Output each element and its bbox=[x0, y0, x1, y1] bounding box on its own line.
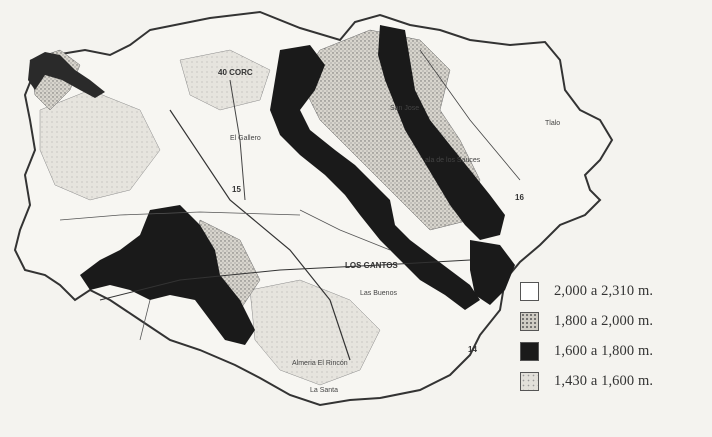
road-line-4 bbox=[419, 49, 521, 181]
lowland-zone-1 bbox=[39, 89, 161, 201]
legend-swatch-black bbox=[520, 341, 539, 361]
road-line-3 bbox=[229, 79, 246, 201]
label-sauces: ala de los Sauces bbox=[425, 157, 481, 164]
dark-ridge-west bbox=[80, 205, 255, 345]
boundary-line-2 bbox=[299, 209, 391, 251]
label-tlalo: Tlalo bbox=[545, 120, 560, 127]
legend-label: 1,800 a 2,000 m. bbox=[554, 312, 654, 329]
legend-item-1430-1600: 1,430 a 1,600 m. bbox=[520, 366, 710, 396]
boundary-line-1 bbox=[59, 211, 301, 221]
legend-swatch-stipple bbox=[520, 311, 539, 331]
dark-ridge-east bbox=[378, 25, 505, 240]
label-number-15: 15 bbox=[232, 185, 241, 194]
lowland-zone-2 bbox=[249, 279, 381, 386]
legend-item-1800-2000: 1,800 a 2,000 m. bbox=[520, 306, 710, 336]
dark-coast-strip bbox=[28, 52, 105, 98]
label-la-santa: La Santa bbox=[310, 387, 338, 394]
legend-label: 1,430 a 1,600 m. bbox=[554, 372, 654, 389]
legend-swatch-dots bbox=[520, 371, 539, 391]
road-line-2 bbox=[99, 259, 471, 301]
label-number-14: 14 bbox=[468, 345, 477, 354]
dark-patch-south bbox=[470, 240, 515, 305]
lowland-zone-3 bbox=[179, 49, 271, 111]
label-corc: 40 CORC bbox=[218, 68, 253, 77]
label-number-16: 16 bbox=[515, 193, 524, 202]
label-el-gallero: El Gallero bbox=[230, 135, 261, 142]
boundary-line-3 bbox=[139, 299, 151, 341]
legend-item-2000-2310: 2,000 a 2,310 m. bbox=[520, 276, 710, 306]
label-san-jose: San Jose bbox=[390, 105, 419, 112]
legend-label: 2,000 a 2,310 m. bbox=[554, 282, 654, 299]
road-line-1 bbox=[169, 109, 351, 361]
legend-item-1600-1800: 1,600 a 1,800 m. bbox=[520, 336, 710, 366]
legend-label: 1,600 a 1,800 m. bbox=[554, 342, 654, 359]
elevation-legend: 2,000 a 2,310 m. 1,800 a 2,000 m. 1,600 … bbox=[520, 276, 710, 396]
dark-ridge-central bbox=[270, 45, 480, 310]
legend-swatch-white bbox=[520, 281, 539, 301]
label-almeria: Almeria El Rincón bbox=[292, 360, 348, 367]
label-los-gantos: LOS GANTOS bbox=[345, 261, 398, 270]
label-las-buenos: Las Buenos bbox=[360, 290, 397, 297]
